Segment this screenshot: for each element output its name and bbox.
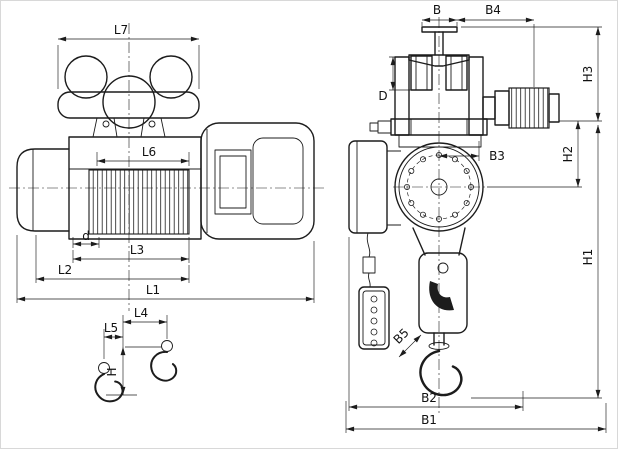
dim-label-d-wheel: D: [378, 89, 387, 103]
dim-label-h2: H2: [561, 146, 575, 163]
load-hook-end: [419, 349, 463, 397]
dim-label-l6: L6: [142, 145, 156, 159]
brake-drum: [494, 90, 510, 126]
dim-d: d: [72, 229, 100, 248]
dim-label-b5: B5: [391, 326, 412, 347]
trolley-crossbar: [57, 91, 200, 119]
dim-L2: L2: [35, 235, 190, 283]
dim-label-b3: B3: [489, 149, 505, 163]
gear-case-hub: [430, 178, 448, 196]
pendant-station: [358, 286, 390, 350]
motor-housing: [200, 122, 315, 240]
beam-top-flange: [421, 26, 458, 33]
trolley-plate-right: [468, 56, 484, 136]
dim-label-h3: H3: [581, 66, 595, 83]
dim-label-h: H: [105, 367, 119, 376]
motor-cooling-fins: [508, 87, 550, 129]
centerlines-end: [393, 17, 487, 415]
rope-guide-end-cap: [16, 148, 70, 232]
dim-D: D: [378, 56, 411, 103]
dim-H: H: [105, 315, 162, 396]
trolley-wheel-right: [149, 55, 193, 99]
rope-guide-frame: [348, 140, 388, 234]
hoist-top-bracket: [398, 134, 482, 148]
dim-label-l3: L3: [130, 243, 144, 257]
hoist-body-side: [16, 136, 202, 240]
upper-hook: [150, 350, 178, 382]
gear-case-outer: [394, 142, 484, 232]
dim-B4: B4: [457, 3, 535, 87]
dim-label-b: B: [433, 3, 441, 17]
centerlines-side: [9, 23, 325, 311]
upper-hook-swivel: [161, 340, 173, 352]
suspension-boss: [102, 75, 156, 129]
travel-trolley-end: [369, 55, 488, 148]
dim-L6: L6: [96, 145, 190, 166]
bottom-block: [418, 252, 468, 334]
rope-sheave: [429, 281, 454, 311]
cable-connector: [362, 256, 376, 274]
dim-B: B: [421, 3, 458, 26]
motor-end-cap: [548, 93, 560, 123]
dim-label-l1: L1: [146, 283, 160, 297]
dim-H1: H1: [471, 125, 602, 399]
dim-label-d: d: [82, 229, 90, 243]
motor-end-shield: [252, 137, 304, 225]
dim-L5: L5: [103, 321, 123, 359]
dim-B3: B3: [439, 141, 505, 163]
sheave-pin: [437, 262, 449, 274]
pendant-buttons: [370, 295, 378, 347]
dim-L3: L3: [72, 237, 190, 263]
dim-label-l5: L5: [104, 321, 118, 335]
dim-L4: L4: [123, 306, 168, 339]
dim-H3: H3: [461, 26, 602, 122]
travel-motor: [482, 87, 560, 129]
dim-label-h1: H1: [581, 249, 595, 266]
end-view: B B4 H3 D H2 B3: [345, 3, 607, 433]
dim-B2: B2: [348, 237, 524, 411]
dim-B5: B5: [391, 326, 422, 358]
terminal-box: [214, 149, 252, 215]
dim-L1: L1: [16, 235, 315, 303]
dim-label-b4: B4: [485, 3, 501, 17]
dim-label-b1: B1: [421, 413, 437, 427]
dim-label-l4: L4: [134, 306, 148, 320]
hook-block-end: [412, 227, 468, 397]
trolley-plate-left: [394, 56, 410, 136]
hoist-motor-side: [200, 122, 315, 240]
dim-label-l7: L7: [114, 23, 128, 37]
dim-label-b2: B2: [421, 391, 437, 405]
dim-B1: B1: [345, 401, 607, 433]
dim-L7: L7: [57, 23, 200, 89]
side-view: L7 L6 d L3 L2 L1: [9, 23, 325, 403]
wire-rope-drum-coils: [88, 169, 190, 235]
travel-trolley-side: [57, 55, 200, 138]
beam-web: [434, 31, 444, 56]
dim-H2: H2: [487, 121, 582, 188]
dim-label-l2: L2: [58, 263, 72, 277]
hook-collar: [428, 342, 450, 350]
pendant-control: [358, 232, 390, 350]
trolley-wheel-left: [64, 55, 108, 99]
